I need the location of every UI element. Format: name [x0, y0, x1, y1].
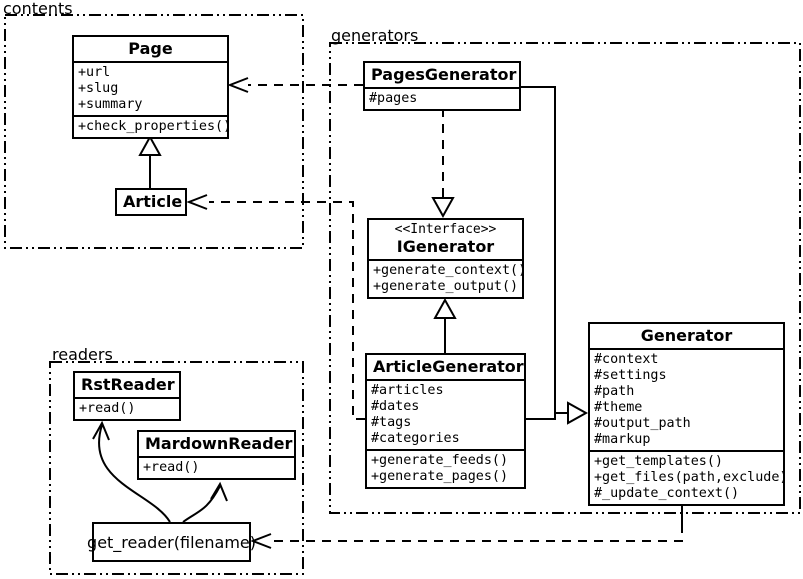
open-arrowhead-icon: [250, 533, 272, 549]
class-title-article: Article: [123, 192, 183, 211]
class-methods-page: +check_properties(): [74, 115, 232, 137]
generalization-line-pagesgenerator-generator: [520, 86, 556, 420]
attribute: #dates: [371, 399, 420, 414]
package-label-contents: contents: [3, 0, 73, 18]
hollow-triangle-icon: [567, 401, 589, 425]
method: #_update_context(): [594, 486, 740, 501]
method: +generate_context(): [373, 263, 527, 278]
class-attributes-page: +url +slug +summary: [74, 63, 227, 115]
call-arrow-getreader-rstreader: [98, 424, 171, 523]
class-box-generator: Generator #context #settings #path #them…: [588, 322, 788, 506]
attribute: #tags: [371, 415, 412, 430]
class-title-pagesgenerator: PagesGenerator: [365, 63, 519, 89]
package-label-generators: generators: [331, 26, 419, 45]
class-methods-articlegenerator: +generate_feeds() +generate_pages(): [367, 449, 524, 487]
node-get-reader: get_reader(filename): [87, 522, 256, 562]
class-title-generator: Generator: [590, 324, 783, 350]
method: +get_templates(): [594, 454, 723, 469]
open-arrowhead-icon: [227, 77, 249, 93]
class-title-igenerator: <<Interface>> IGenerator: [369, 220, 522, 261]
class-attributes-articlegenerator: #articles #dates #tags #categories: [367, 381, 524, 449]
attribute: #output_path: [594, 416, 691, 431]
attribute: #path: [594, 384, 635, 399]
package-border-generators: [329, 42, 801, 514]
dependency-line-generator-getreader: [272, 524, 683, 542]
class-methods-mardownreader: +read(): [139, 458, 294, 478]
method: +check_properties(): [78, 119, 232, 134]
class-box-mardownreader: MardownReader +read(): [137, 430, 296, 480]
class-title-articlegenerator: ArticleGenerator: [367, 355, 524, 381]
package-label-readers: readers: [52, 345, 113, 364]
open-arrowhead-icon: [92, 420, 110, 441]
attribute: +slug: [78, 81, 119, 96]
class-methods-generator: +get_templates() +get_files(path,exclude…: [590, 450, 788, 504]
class-methods-rstreader: +read(): [75, 399, 179, 419]
method: +read(): [143, 460, 200, 475]
open-arrowhead-icon: [210, 481, 228, 502]
class-title-page: Page: [74, 37, 227, 63]
dependency-line-articlegenerator-article: [209, 201, 365, 420]
hollow-triangle-icon: [138, 134, 162, 156]
class-box-page: Page +url +slug +summary +check_properti…: [72, 35, 232, 139]
class-box-articlegenerator: ArticleGenerator #articles #dates #tags …: [365, 353, 526, 489]
node-get-reader-label: get_reader(filename): [87, 532, 256, 552]
attribute: +url: [78, 65, 111, 80]
attribute: #pages: [369, 91, 418, 106]
method: +generate_pages(): [371, 469, 509, 484]
attribute: #markup: [594, 432, 651, 447]
hollow-triangle-icon: [431, 197, 455, 219]
method: +get_files(path,exclude): [594, 470, 788, 485]
class-name: IGenerator: [396, 237, 495, 256]
class-box-igenerator: <<Interface>> IGenerator +generate_conte…: [367, 218, 527, 299]
attribute: #context: [594, 352, 659, 367]
class-title-rstreader: RstReader: [75, 373, 179, 399]
call-arrow-getreader-mardownreader: [182, 485, 221, 523]
class-title-mardownreader: MardownReader: [139, 432, 294, 458]
package-border-contents: [4, 14, 304, 249]
method: +read(): [79, 401, 136, 416]
attribute: #articles: [371, 383, 444, 398]
attribute: #categories: [371, 431, 460, 446]
open-arrowhead-icon: [186, 194, 208, 210]
class-attributes-generator: #context #settings #path #theme #output_…: [590, 350, 783, 450]
attribute: #settings: [594, 368, 667, 383]
class-box-rstreader: RstReader +read(): [73, 371, 181, 421]
class-box-article: Article: [115, 188, 187, 216]
attribute: +summary: [78, 97, 143, 112]
class-methods-igenerator: +generate_context() +generate_output(): [369, 261, 527, 297]
class-attributes-pagesgenerator: #pages: [365, 89, 519, 109]
attribute: #theme: [594, 400, 643, 415]
hollow-triangle-icon: [433, 297, 457, 319]
stereotype-label: <<Interface>>: [394, 222, 497, 237]
class-box-pagesgenerator: PagesGenerator #pages: [363, 61, 521, 111]
method: +generate_output(): [373, 279, 519, 294]
package-border-readers: [49, 361, 304, 575]
method: +generate_feeds(): [371, 453, 509, 468]
